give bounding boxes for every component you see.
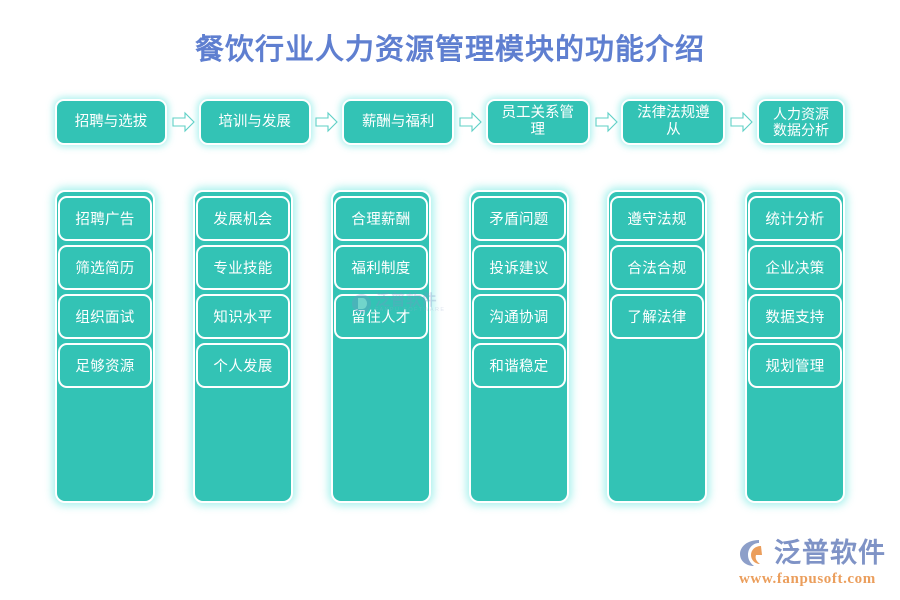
column-item[interactable]: 统计分析 — [748, 196, 842, 241]
process-flow-row: 招聘与选拔培训与发展薪酬与福利员工关系管理法律法规遵从人力资源 数据分析 — [55, 99, 845, 145]
right-arrow-icon — [595, 111, 618, 133]
column-item[interactable]: 合理薪酬 — [334, 196, 428, 241]
column-item[interactable]: 规划管理 — [748, 343, 842, 388]
column-item[interactable]: 发展机会 — [196, 196, 290, 241]
right-arrow-icon — [730, 111, 753, 133]
column-item[interactable]: 企业决策 — [748, 245, 842, 290]
column-item[interactable]: 福利制度 — [334, 245, 428, 290]
column-item[interactable]: 和谐稳定 — [472, 343, 566, 388]
feature-columns: 招聘广告筛选简历组织面试足够资源发展机会专业技能知识水平个人发展合理薪酬福利制度… — [55, 190, 845, 505]
column-item[interactable]: 投诉建议 — [472, 245, 566, 290]
flow-step-5[interactable]: 法律法规遵从 — [621, 99, 726, 145]
column-item[interactable]: 招聘广告 — [58, 196, 152, 241]
column-item[interactable]: 知识水平 — [196, 294, 290, 339]
flow-step-4[interactable]: 员工关系管理 — [485, 99, 590, 145]
flow-step-6[interactable]: 人力资源 数据分析 — [756, 99, 845, 145]
brand-logo: 泛普软件 www.fanpusoft.com — [737, 537, 886, 588]
right-arrow-icon — [172, 111, 195, 133]
column-recruitment: 招聘广告筛选简历组织面试足够资源 — [55, 190, 155, 503]
brand-logo-row: 泛普软件 — [737, 537, 886, 569]
column-item[interactable]: 矛盾问题 — [472, 196, 566, 241]
column-legal-compliance: 遵守法规合法合规了解法律 — [607, 190, 707, 503]
column-compensation: 合理薪酬福利制度留住人才 — [331, 190, 431, 503]
fanpu-logo-icon — [740, 540, 762, 566]
right-arrow-icon — [315, 111, 339, 133]
column-item[interactable]: 沟通协调 — [472, 294, 566, 339]
right-arrow-icon — [459, 111, 482, 133]
column-employee-relations: 矛盾问题投诉建议沟通协调和谐稳定 — [469, 190, 569, 503]
column-item[interactable]: 遵守法规 — [610, 196, 704, 241]
brand-url: www.fanpusoft.com — [739, 571, 876, 587]
column-item[interactable]: 合法合规 — [610, 245, 704, 290]
column-item[interactable]: 专业技能 — [196, 245, 290, 290]
brand-name: 泛普软件 — [774, 537, 886, 569]
column-hr-analytics: 统计分析企业决策数据支持规划管理 — [745, 190, 845, 503]
column-item[interactable]: 留住人才 — [334, 294, 428, 339]
column-item[interactable]: 足够资源 — [58, 343, 152, 388]
column-item[interactable]: 组织面试 — [58, 294, 152, 339]
flow-step-3[interactable]: 薪酬与福利 — [342, 99, 455, 145]
column-item[interactable]: 个人发展 — [196, 343, 290, 388]
column-item[interactable]: 了解法律 — [610, 294, 704, 339]
flow-step-2[interactable]: 培训与发展 — [198, 99, 311, 145]
column-item[interactable]: 筛选简历 — [58, 245, 152, 290]
column-training: 发展机会专业技能知识水平个人发展 — [193, 190, 293, 503]
page-title: 餐饮行业人力资源管理模块的功能介绍 — [194, 34, 705, 66]
column-item[interactable]: 数据支持 — [748, 294, 842, 339]
flow-step-1[interactable]: 招聘与选拔 — [55, 99, 167, 145]
